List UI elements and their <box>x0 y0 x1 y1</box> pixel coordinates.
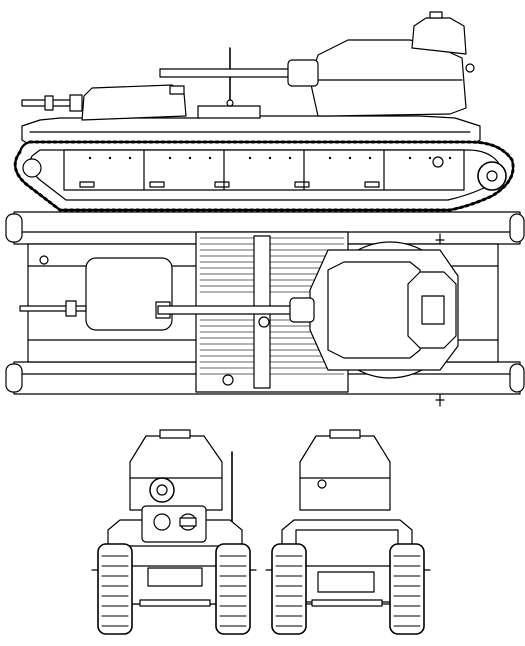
turret-top-plate <box>328 262 420 358</box>
rear-turret-port <box>318 480 326 488</box>
cupola-hatch <box>430 12 442 18</box>
skirt-slot <box>295 182 309 187</box>
top-rear-turret <box>86 258 172 330</box>
side-main-gun <box>160 69 300 77</box>
side-skirt <box>64 150 464 190</box>
skirt-slot <box>80 182 94 187</box>
side-rear-turret <box>82 85 186 120</box>
skirt-slot <box>150 182 164 187</box>
front-track-treads <box>102 556 246 626</box>
rear-door <box>318 572 374 592</box>
rear-turret-hatch <box>330 430 360 438</box>
track-end-cap <box>6 364 22 392</box>
front-bumper <box>140 600 210 606</box>
track-end-cap <box>6 214 22 242</box>
top-main-gun <box>158 306 294 314</box>
cupola-hatch-top <box>422 296 444 324</box>
side-cupola <box>412 18 466 54</box>
top-rear-gun-band <box>66 301 76 316</box>
front-gun-bore <box>157 485 167 495</box>
return-roller <box>433 157 443 167</box>
top-fuel-cap <box>223 375 233 385</box>
rear-track-treads <box>276 556 420 626</box>
front-track-left <box>98 544 132 634</box>
sprocket-hub <box>487 171 497 181</box>
front-turret <box>130 436 222 510</box>
side-engine-deck <box>198 106 260 118</box>
rear-track-left <box>272 544 306 634</box>
skirt-slot <box>365 182 379 187</box>
top-antenna-mount <box>259 317 269 327</box>
top-rear-gun <box>20 306 86 311</box>
front-mg <box>180 518 196 526</box>
track-end-cap <box>510 214 524 242</box>
front-driver-port <box>154 514 170 530</box>
rear-turret-hatch <box>170 86 184 94</box>
skirt-rivets <box>88 156 452 160</box>
rear-gun-band <box>45 96 53 110</box>
side-idler-wheel <box>23 159 41 177</box>
top-view <box>6 212 524 406</box>
track-links <box>15 142 513 210</box>
top-main-mantlet <box>290 298 314 322</box>
main-gun-mantlet <box>288 60 318 86</box>
front-turret-hatch <box>160 430 190 438</box>
rear-turret <box>300 436 390 510</box>
rear-gun-mantlet <box>70 95 82 111</box>
front-track-right <box>216 544 250 634</box>
front-view <box>92 430 256 634</box>
skirt-slot <box>215 182 229 187</box>
rear-view <box>266 430 430 634</box>
antenna-base <box>227 100 233 106</box>
turret-vision-port <box>466 64 474 72</box>
front-hatch <box>148 568 202 586</box>
top-headlight <box>40 256 48 264</box>
rear-bumper <box>312 600 382 606</box>
rear-track-right <box>390 544 424 634</box>
track-end-cap <box>510 364 524 392</box>
side-view <box>15 12 513 210</box>
